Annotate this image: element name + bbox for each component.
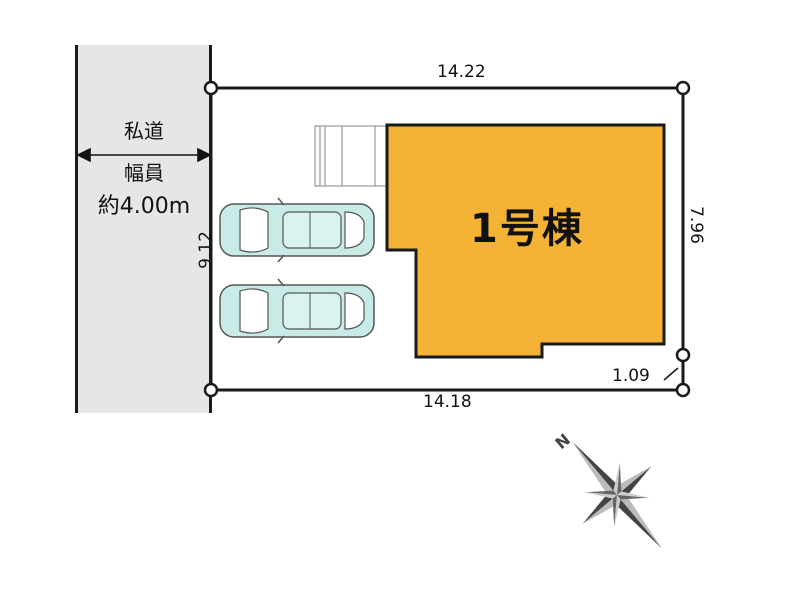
dimension-top: 14.22 — [437, 62, 486, 82]
private-road — [77, 45, 211, 413]
compass-icon — [572, 441, 662, 549]
boundary-marker — [675, 382, 691, 398]
road-width-value: 約4.00m — [97, 194, 191, 219]
corner-leader-line — [663, 367, 679, 381]
dimension-left: 9.12 — [195, 231, 216, 269]
dimension-bottom: 14.18 — [423, 392, 472, 412]
boundary-marker — [675, 347, 691, 363]
building-label: 1号棟 — [470, 206, 584, 252]
parked-car — [219, 197, 375, 263]
road-width-arrow — [76, 147, 212, 163]
boundary-markers — [203, 80, 691, 398]
parked-car — [219, 278, 375, 344]
entrance-steps — [314, 125, 388, 187]
dimension-corner: 1.09 — [612, 366, 650, 386]
road-name: 私道 — [124, 119, 164, 143]
road-edge-left — [75, 45, 78, 413]
lot-boundary — [209, 86, 685, 392]
boundary-marker — [203, 382, 219, 398]
boundary-marker — [675, 80, 691, 96]
building-footprint — [385, 123, 666, 359]
boundary-marker — [203, 80, 219, 96]
road-width-label: 幅員 — [124, 161, 164, 185]
dimension-right: 7.96 — [685, 206, 706, 244]
